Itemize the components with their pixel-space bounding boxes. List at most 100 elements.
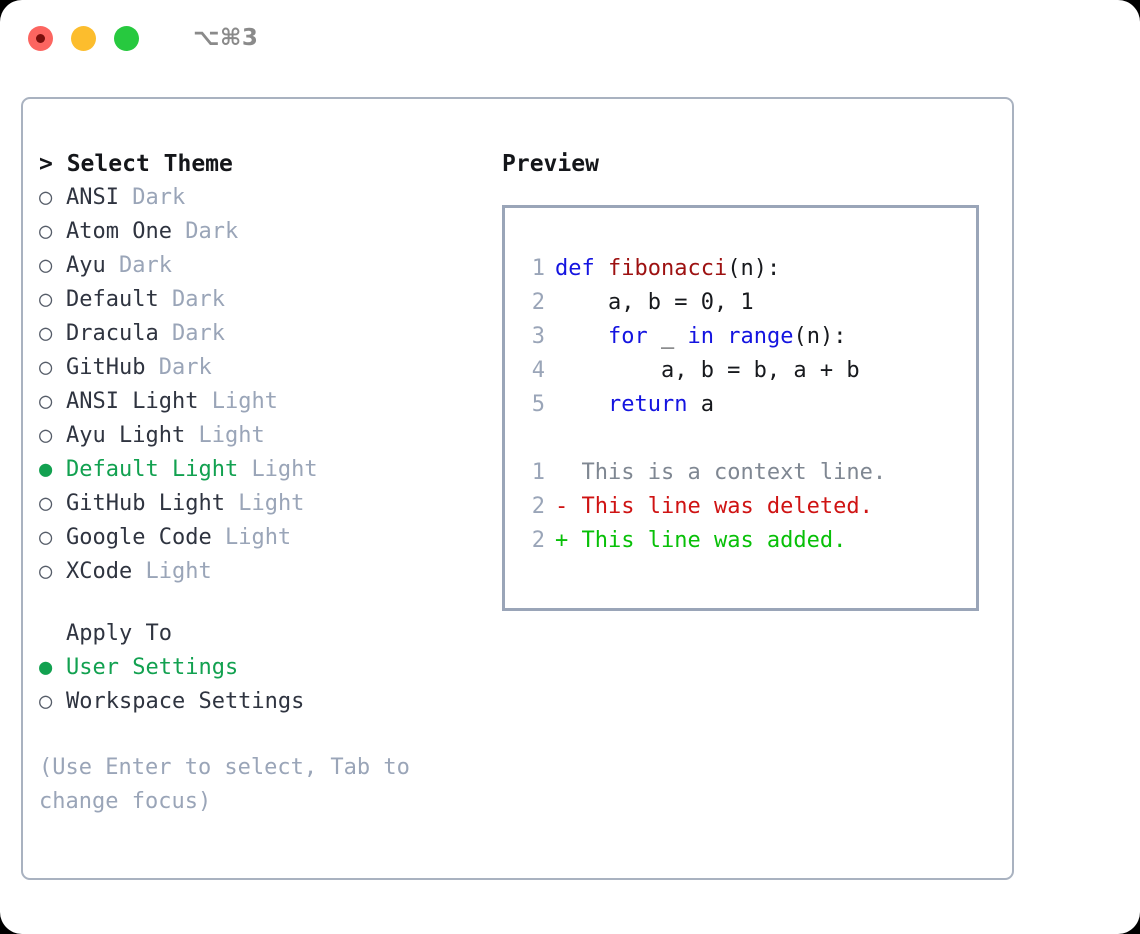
close-button-icon[interactable] [28,25,53,51]
code-keyword: return [607,392,688,417]
theme-list-item[interactable]: ○Atom One Dark [39,215,499,249]
radio-unselected-icon[interactable]: ○ [39,287,53,312]
radio-unselected-icon[interactable]: ○ [39,525,53,550]
diff-marker [555,460,582,485]
theme-list-item[interactable]: ○Google Code Light [39,521,499,555]
line-number: 4 [531,358,545,383]
radio-unselected-icon[interactable]: ○ [39,389,53,414]
theme-name-label: Google Code [66,525,212,550]
heading-text: Select Theme [66,151,233,177]
code-text: a [687,392,714,417]
theme-list-item[interactable]: ○ANSI Light Light [39,385,499,419]
code-line: 3 for _ in range(n): [519,320,976,354]
main-panel: > Select Theme ○ANSI Dark○Atom One Dark○… [21,97,1014,880]
label-tag-separator [132,555,145,589]
theme-variant-tag: Dark [185,219,239,244]
apply-to-label: Workspace Settings [66,689,305,714]
label-tag-separator [238,453,251,487]
line-number: 3 [531,324,545,349]
keyboard-shortcut-label: ⌥⌘3 [193,25,259,51]
code-text [555,392,608,417]
radio-unselected-icon[interactable]: ○ [39,355,53,380]
theme-list-item[interactable]: ○ XCode Light [39,555,499,589]
theme-variant-tag: Dark [119,253,172,278]
panel-columns: > Select Theme ○ANSI Dark○Atom One Dark○… [23,99,1012,878]
apply-to-heading: Apply To [66,621,172,646]
label-tag-separator [172,215,185,249]
label-tag-separator [159,317,172,351]
theme-name-label: Default [66,287,159,312]
label-tag-separator [159,283,172,317]
select-theme-heading: > Select Theme [39,147,499,181]
traffic-light-buttons [28,25,139,51]
code-text: (n): [727,256,781,281]
radio-unselected-icon[interactable]: ○ [39,253,53,278]
label-tag-separator [119,181,132,215]
window-titlebar: ⌥⌘3 [0,0,1140,76]
diff-marker: - [555,494,582,519]
heading-prefix: > [39,151,67,177]
label-tag-separator [185,419,198,453]
apply-to-list-item[interactable]: ○ Workspace Settings [39,685,499,719]
theme-variant-tag: Light [198,423,265,448]
radio-unselected-icon[interactable]: ○ [39,491,53,516]
theme-list-item[interactable]: ○ Ayu Light Light [39,419,499,453]
theme-selection-column: > Select Theme ○ANSI Dark○Atom One Dark○… [39,147,499,819]
radio-selected-icon[interactable]: ● [39,457,53,482]
theme-list-item[interactable]: ○ANSI Dark [39,181,499,215]
theme-list-item[interactable]: ○ Ayu Dark [39,249,499,283]
code-line: 4 a, b = b, a + b [519,354,976,388]
label-tag-separator [145,351,158,385]
apply-to-list-item[interactable]: ●User Settings [39,651,499,685]
radio-unselected-icon[interactable]: ○ [39,689,53,714]
apply-to-heading-indent: ○ [39,617,66,651]
apply-to-heading-row: ○Apply To [39,617,499,651]
theme-name-label: Dracula [66,321,159,346]
code-keyword: for [607,324,648,349]
theme-name-label: GitHub Light [66,491,225,516]
theme-variant-tag: Dark [171,287,225,312]
diff-line-number: 2 [531,494,545,519]
code-keyword: in [687,324,714,349]
label-tag-separator [198,385,211,419]
line-number: 1 [531,256,545,281]
theme-variant-tag: Light [238,491,305,516]
theme-variant-tag: Light [145,559,212,584]
theme-list: ○ANSI Dark○Atom One Dark○Ayu Dark○Defaul… [39,181,499,589]
theme-name-label: Ayu Light [66,423,186,448]
maximize-button-icon[interactable] [114,25,139,51]
radio-unselected-icon[interactable]: ○ [39,219,53,244]
diff-line: 2- This line was deleted. [519,490,976,524]
radio-unselected-icon[interactable]: ○ [39,423,53,448]
diff-marker: + [555,528,582,553]
theme-list-item[interactable]: ● Default Light Light [39,453,499,487]
theme-list-item[interactable]: ○GitHub Dark [39,351,499,385]
radio-unselected-icon[interactable]: ○ [39,321,53,346]
theme-list-item[interactable]: ○ GitHub Light Light [39,487,499,521]
radio-unselected-icon[interactable]: ○ [39,559,53,584]
theme-list-item[interactable]: ○ Default Dark [39,283,499,317]
theme-variant-tag: Light [251,457,318,482]
recording-indicator-icon [36,33,45,43]
theme-name-label: Ayu [66,253,106,278]
theme-name-label: Default Light [66,457,239,482]
code-text: _ [647,324,688,349]
radio-selected-icon[interactable]: ● [39,655,53,680]
line-number: 2 [531,290,545,315]
code-keyword: def [555,256,608,281]
radio-unselected-icon[interactable]: ○ [39,185,53,210]
minimize-button-icon[interactable] [71,25,96,51]
theme-name-label: GitHub [66,355,146,380]
theme-variant-tag: Light [211,389,278,414]
theme-name-label: XCode [66,559,133,584]
theme-list-item[interactable]: ○Dracula Dark [39,317,499,351]
code-line: 2 a, b = 0, 1 [519,286,976,320]
section-spacer [39,589,499,617]
diff-line: 2+ This line was added. [519,524,976,558]
diff-sample: 1 This is a context line.2- This line wa… [519,456,976,558]
code-keyword: range [727,324,794,349]
